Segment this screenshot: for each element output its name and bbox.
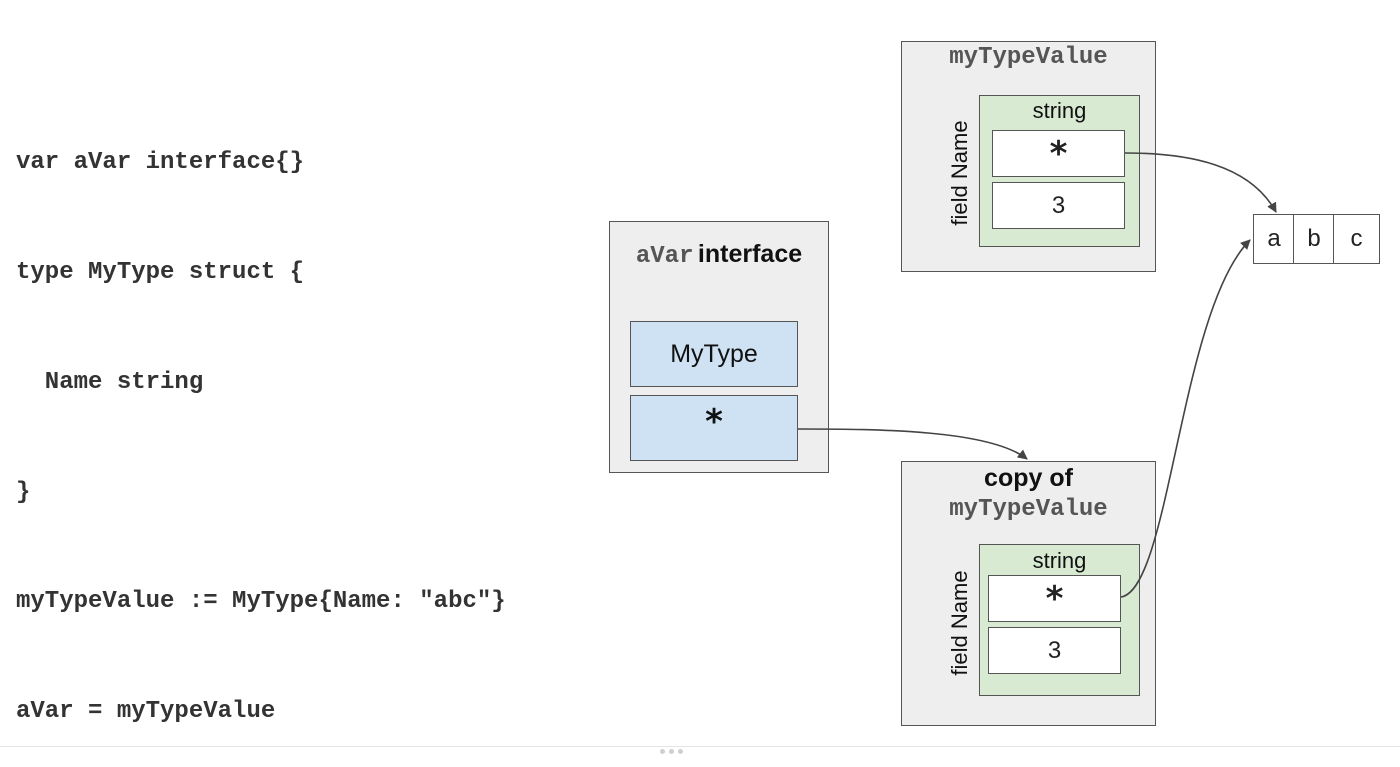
byte-cell-c: c (1333, 214, 1380, 264)
byte-value: b (1307, 225, 1321, 252)
copy-title-line1: copy of (984, 464, 1073, 492)
handle-dot (678, 749, 683, 754)
code-line: } (16, 478, 31, 506)
byte-value: a (1267, 225, 1281, 252)
arrow-copy-pointer-to-bytes (1120, 239, 1251, 598)
interface-var-name: aVar (635, 243, 694, 270)
arrow-original-pointer-to-bytes (1124, 152, 1277, 213)
resize-handle[interactable] (660, 749, 690, 755)
handle-dot (669, 749, 674, 754)
bottom-divider (0, 746, 1400, 747)
copy-length-cell: 3 (988, 627, 1121, 674)
byte-value: c (1350, 225, 1363, 252)
original-string-label: string (1032, 98, 1087, 123)
code-line: aVar = myTypeValue (16, 698, 276, 726)
code-line: type MyType struct { (16, 258, 305, 286)
byte-cell-a: a (1253, 214, 1295, 264)
byte-cell-b: b (1293, 214, 1335, 264)
copy-pointer-cell: * (988, 575, 1121, 622)
interface-title: aVar interface (609, 240, 829, 270)
copy-title-name: myTypeValue (949, 496, 1108, 523)
code-line: Name string (16, 368, 204, 396)
handle-dot (660, 749, 665, 754)
copy-pointer-symbol: * (1045, 578, 1064, 619)
interface-type-label: MyType (670, 339, 758, 368)
interface-pointer-cell: * (630, 395, 798, 461)
original-value-title: myTypeValue (949, 44, 1108, 71)
original-pointer-symbol: * (1049, 133, 1068, 174)
original-pointer-cell: * (992, 130, 1125, 177)
code-line: var aVar interface{} (16, 149, 305, 177)
interface-type-cell: MyType (630, 321, 798, 387)
interface-pointer-symbol: * (705, 402, 723, 442)
original-length-cell: 3 (992, 182, 1125, 229)
arrow-interface-pointer-to-copy (797, 428, 1028, 460)
original-length-value: 3 (1051, 191, 1066, 219)
copy-length-value: 3 (1047, 636, 1062, 664)
copy-string-label: string (1032, 548, 1087, 573)
code-block: var aVar interface{} type MyType struct … (16, 72, 506, 767)
code-line: myTypeValue := MyType{Name: "abc"} (16, 588, 506, 616)
interface-keyword: interface (697, 240, 803, 268)
